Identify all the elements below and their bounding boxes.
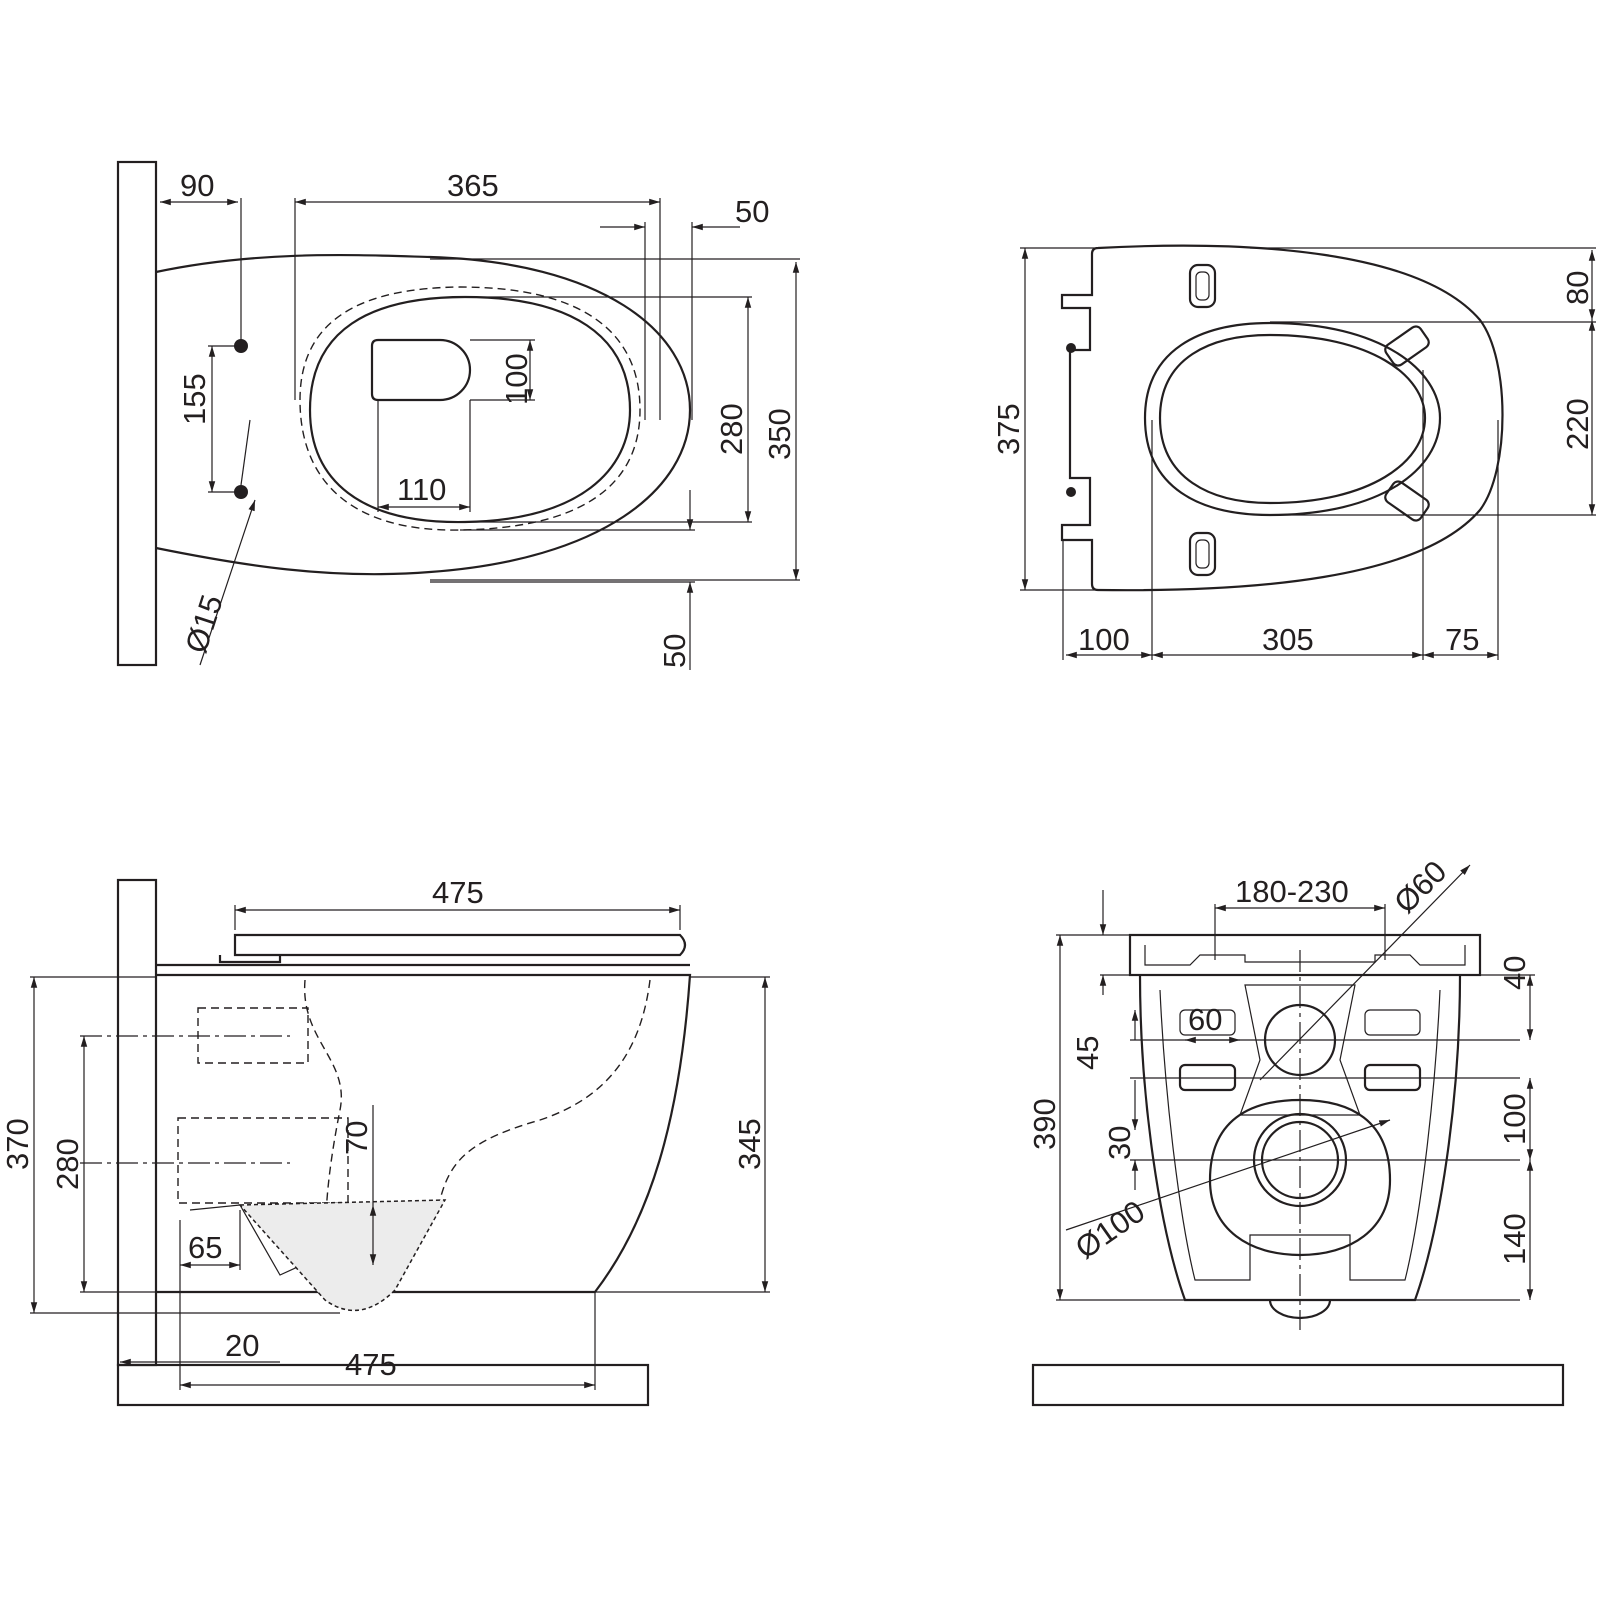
outlet-opening <box>370 338 472 402</box>
side-view: 475 370 280 70 345 65 20 475 <box>0 875 770 1407</box>
dim-100: 100 <box>1497 1093 1532 1145</box>
water-seal <box>238 1199 447 1312</box>
dim-155: 155 <box>177 373 212 425</box>
dim-375: 375 <box>991 403 1026 455</box>
dim-80: 80 <box>1560 271 1595 305</box>
dim-40: 40 <box>1497 956 1532 990</box>
dim-45: 45 <box>1070 1036 1105 1070</box>
dim-75: 75 <box>1445 622 1479 657</box>
dim-180-230: 180-230 <box>1235 874 1349 909</box>
wall-hatch <box>116 160 158 667</box>
seat-lid <box>233 933 687 957</box>
seat-view: 375 80 220 100 305 75 <box>991 244 1596 660</box>
dim-100: 100 <box>1078 622 1130 657</box>
dim-140: 140 <box>1497 1213 1532 1265</box>
floor-hatch <box>116 1363 650 1407</box>
dim-350: 350 <box>762 408 797 460</box>
dim-90: 90 <box>180 168 214 203</box>
dim-365: 365 <box>447 168 499 203</box>
dim-345: 345 <box>732 1118 767 1170</box>
rear-view: 180-230 Ø60 40 45 60 390 100 30 140 Ø100 <box>1027 854 1565 1407</box>
dim-diameter-60: Ø60 <box>1387 854 1453 920</box>
dim-370: 370 <box>0 1118 35 1170</box>
bowl-body <box>156 973 692 1294</box>
dim-30: 30 <box>1102 1126 1137 1160</box>
dim-diameter-100: Ø100 <box>1069 1194 1151 1266</box>
dim-65: 65 <box>188 1230 222 1265</box>
dim-110: 110 <box>397 472 446 507</box>
seat-plate <box>1128 933 1482 977</box>
dim-390: 390 <box>1027 1098 1062 1150</box>
dim-20: 20 <box>225 1328 259 1363</box>
top-view: 90 365 50 155 100 110 280 350 Ø15 50 <box>116 160 800 670</box>
bowl-outline <box>155 253 692 576</box>
dim-220: 220 <box>1560 398 1595 450</box>
dim-280: 280 <box>714 403 749 455</box>
dim-280: 280 <box>50 1138 85 1190</box>
dim-60: 60 <box>1188 1002 1222 1037</box>
dim-475-top: 475 <box>432 875 484 910</box>
dim-100: 100 <box>499 353 534 405</box>
floor-hatch <box>1031 1363 1565 1407</box>
dim-70: 70 <box>339 1121 374 1155</box>
dim-50-bottom: 50 <box>657 634 692 668</box>
dim-475-bottom: 475 <box>345 1347 397 1382</box>
body-outline <box>1138 974 1462 1302</box>
seat-outline <box>1060 244 1504 592</box>
dim-50: 50 <box>735 194 769 229</box>
dim-diameter-15: Ø15 <box>178 591 229 658</box>
dim-305: 305 <box>1262 622 1314 657</box>
